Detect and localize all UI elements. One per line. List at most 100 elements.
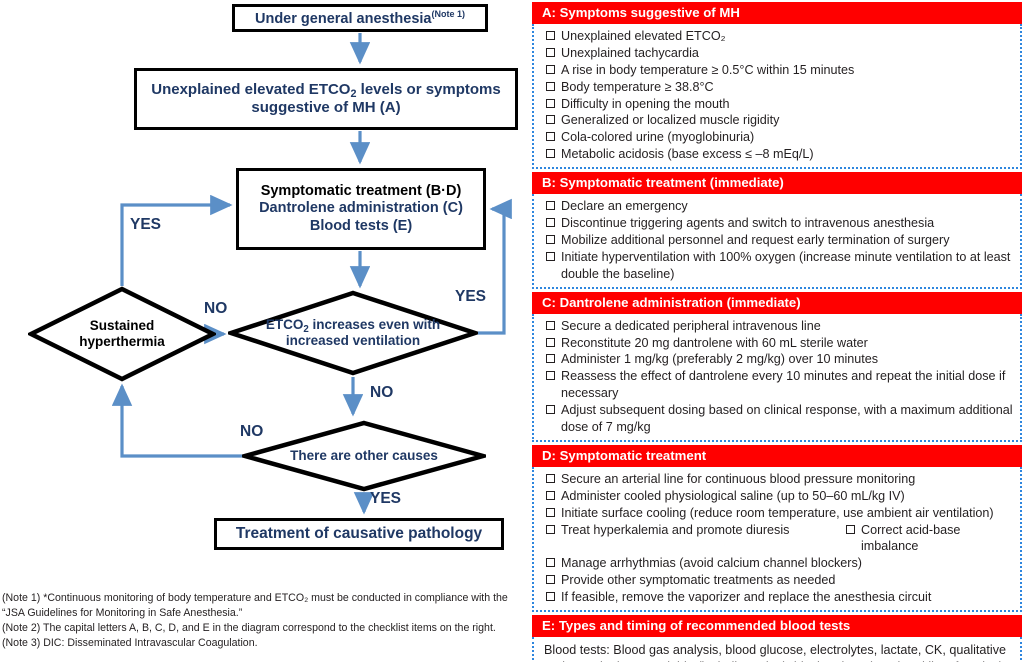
node-treatment-line3: Blood tests (E): [309, 217, 413, 234]
edge-label-yes-etco2: YES: [455, 288, 487, 305]
checkbox-icon[interactable]: [546, 592, 555, 601]
checkbox-icon[interactable]: [546, 251, 555, 261]
checklist-item[interactable]: Initiate surface cooling (reduce room te…: [542, 505, 1014, 522]
checkbox-icon[interactable]: [546, 490, 555, 500]
checklist-item-label: Discontinue triggering agents and switch…: [561, 216, 935, 231]
checkbox-icon[interactable]: [546, 81, 555, 91]
checklist-item-label: Unexplained elevated ETCO₂: [561, 29, 726, 44]
checkbox-icon[interactable]: [546, 320, 555, 330]
checklist-item-label: Administer cooled physiological saline (…: [561, 488, 905, 503]
checkbox-icon[interactable]: [546, 473, 555, 483]
checkbox-icon[interactable]: [546, 524, 555, 534]
checklist-item[interactable]: Mobilize additional personnel and reques…: [542, 232, 1014, 249]
checklist-item[interactable]: Treat hyperkalemia and promote diuresis: [542, 522, 842, 539]
checklist-item-label: Secure an arterial line for continuous b…: [561, 471, 916, 486]
section-e-body: Blood tests: Blood gas analysis, blood g…: [532, 636, 1022, 662]
decision-hyperthermia-line1: Sustained: [89, 318, 155, 334]
edge-label-yes-hyperthermia: YES: [130, 216, 162, 233]
node-unexplained-line1: Unexplained elevated ETCO: [151, 81, 351, 99]
checklist-item[interactable]: Adjust subsequent dosing based on clinic…: [542, 402, 1014, 436]
checkbox-icon[interactable]: [546, 558, 555, 568]
node-unexplained-line2: suggestive of MH (A): [251, 99, 401, 116]
checklist-item[interactable]: Body temperature ≥ 38.8°C: [542, 79, 1014, 96]
checklist-item[interactable]: If feasible, remove the vaporizer and re…: [542, 589, 1014, 606]
section-c-body: Secure a dedicated peripheral intravenou…: [532, 313, 1022, 442]
checklist-item[interactable]: Metabolic acidosis (base excess ≤ –8 mEq…: [542, 146, 1014, 163]
checklist-item[interactable]: Administer 1 mg/kg (preferably 2 mg/kg) …: [542, 351, 1014, 368]
checklist-section-e: E: Types and timing of recommended blood…: [532, 614, 1022, 662]
checklist-item-label: Reassess the effect of dantrolene every …: [561, 369, 1006, 401]
checklist-section-b: B: Symptomatic treatment (immediate) Dec…: [532, 172, 1022, 289]
checklist-item[interactable]: Secure an arterial line for continuous b…: [542, 471, 1014, 488]
node-treatment-line2: Dantrolene administration (C): [259, 200, 463, 217]
section-e-text: Blood tests: Blood gas analysis, blood g…: [544, 642, 1007, 662]
checklist-item[interactable]: Administer cooled physiological saline (…: [542, 488, 1014, 505]
checklist-item-label: Reconstitute 20 mg dantrolene with 60 mL…: [561, 335, 868, 350]
node-unexplained-etco2: Unexplained elevated ETCO2 levels or sym…: [134, 68, 518, 130]
checklist-item-label: Adjust subsequent dosing based on clinic…: [561, 403, 1013, 434]
checklist-item[interactable]: Initiate hyperventilation with 100% oxyg…: [542, 249, 1014, 283]
checkbox-icon[interactable]: [546, 218, 555, 228]
checkbox-icon[interactable]: [546, 64, 555, 74]
node-unexplained-line1-rest: levels or symptoms: [356, 81, 501, 99]
checklist-item-label: Metabolic acidosis (base excess ≤ –8 mEq…: [561, 147, 814, 162]
node-treatment-causative-pathology: Treatment of causative pathology: [214, 518, 504, 550]
footnote-2: (Note 2) The capital letters A, B, C, D,…: [2, 622, 496, 635]
checklist-item[interactable]: Generalized or localized muscle rigidity: [542, 112, 1014, 129]
checkbox-icon[interactable]: [846, 524, 855, 534]
checklist-item[interactable]: Manage arrhythmias (avoid calcium channe…: [542, 555, 1014, 572]
decision-other-causes: There are other causes: [242, 420, 486, 492]
checklist-item[interactable]: Provide other symptomatic treatments as …: [542, 572, 1014, 589]
checklist-item[interactable]: Unexplained elevated ETCO₂: [542, 28, 1014, 45]
checklist-item[interactable]: Unexplained tachycardia: [542, 45, 1014, 62]
decision-etco2-line1-pre: ETCO: [265, 317, 304, 333]
checkbox-icon[interactable]: [546, 507, 555, 517]
checklist-item[interactable]: Cola-colored urine (myoglobinuria): [542, 129, 1014, 146]
node-symptomatic-treatment: Symptomatic treatment (B·D) Dantrolene a…: [236, 168, 486, 250]
section-b-header: B: Symptomatic treatment (immediate): [532, 172, 1022, 195]
checklist-item[interactable]: A rise in body temperature ≥ 0.5°C withi…: [542, 62, 1014, 79]
decision-etco2-line1-rest: increases even with: [308, 317, 441, 333]
checklist-item[interactable]: Difficulty in opening the mouth: [542, 96, 1014, 113]
edge-label-yes-other-causes: YES: [370, 490, 402, 507]
checklist-item-label: Generalized or localized muscle rigidity: [561, 113, 780, 128]
flowchart-arrows: [111, 33, 512, 515]
checkbox-icon[interactable]: [546, 354, 555, 364]
section-d-body: Secure an arterial line for continuous b…: [532, 466, 1022, 612]
edge-label-no-hyperthermia: NO: [204, 300, 228, 317]
checklist-item[interactable]: Correct acid-base imbalance: [842, 522, 1014, 556]
checklist-item-label: Initiate hyperventilation with 100% oxyg…: [561, 249, 1011, 281]
checklist-section-c: C: Dantrolene administration (immediate)…: [532, 291, 1022, 442]
section-a-header: A: Symptoms suggestive of MH: [532, 2, 1022, 25]
checklist-item[interactable]: Reassess the effect of dantrolene every …: [542, 368, 1014, 402]
checklist-item-label: Declare an emergency: [561, 199, 688, 214]
decision-etco2-increases: ETCO2 increases even with increased vent…: [228, 290, 478, 376]
node-causative-label: Treatment of causative pathology: [235, 524, 483, 542]
section-b-body: Declare an emergency Discontinue trigger…: [532, 194, 1022, 289]
checkbox-icon[interactable]: [546, 371, 555, 381]
checkbox-icon[interactable]: [546, 234, 555, 244]
checklist-item-label: A rise in body temperature ≥ 0.5°C withi…: [561, 62, 855, 77]
checkbox-icon[interactable]: [546, 47, 555, 57]
checkbox-icon[interactable]: [546, 115, 555, 125]
flowchart-panel: Under general anesthesia(Note 1) Unexpla…: [2, 4, 518, 649]
checkbox-icon[interactable]: [546, 405, 555, 415]
checklist-item[interactable]: Declare an emergency: [542, 198, 1014, 215]
checklist-item-label: Treat hyperkalemia and promote diuresis: [561, 522, 790, 537]
checkbox-icon[interactable]: [546, 132, 555, 142]
checkbox-icon[interactable]: [546, 149, 555, 159]
checklist-item-label: Correct acid-base imbalance: [861, 522, 961, 554]
decision-hyperthermia-line2: hyperthermia: [79, 334, 165, 349]
checklist-item-label: Cola-colored urine (myoglobinuria): [561, 130, 755, 145]
checklist-item[interactable]: Secure a dedicated peripheral intravenou…: [542, 318, 1014, 335]
section-c-header: C: Dantrolene administration (immediate): [532, 291, 1022, 314]
checklist-item[interactable]: Reconstitute 20 mg dantrolene with 60 mL…: [542, 335, 1014, 352]
checkbox-icon[interactable]: [546, 98, 555, 108]
checklist-item-label: If feasible, remove the vaporizer and re…: [561, 590, 932, 604]
checkbox-icon[interactable]: [546, 31, 555, 41]
checkbox-icon[interactable]: [546, 337, 555, 347]
checklist-item[interactable]: Discontinue triggering agents and switch…: [542, 215, 1014, 232]
checkbox-icon[interactable]: [546, 201, 555, 211]
checkbox-icon[interactable]: [546, 575, 555, 585]
